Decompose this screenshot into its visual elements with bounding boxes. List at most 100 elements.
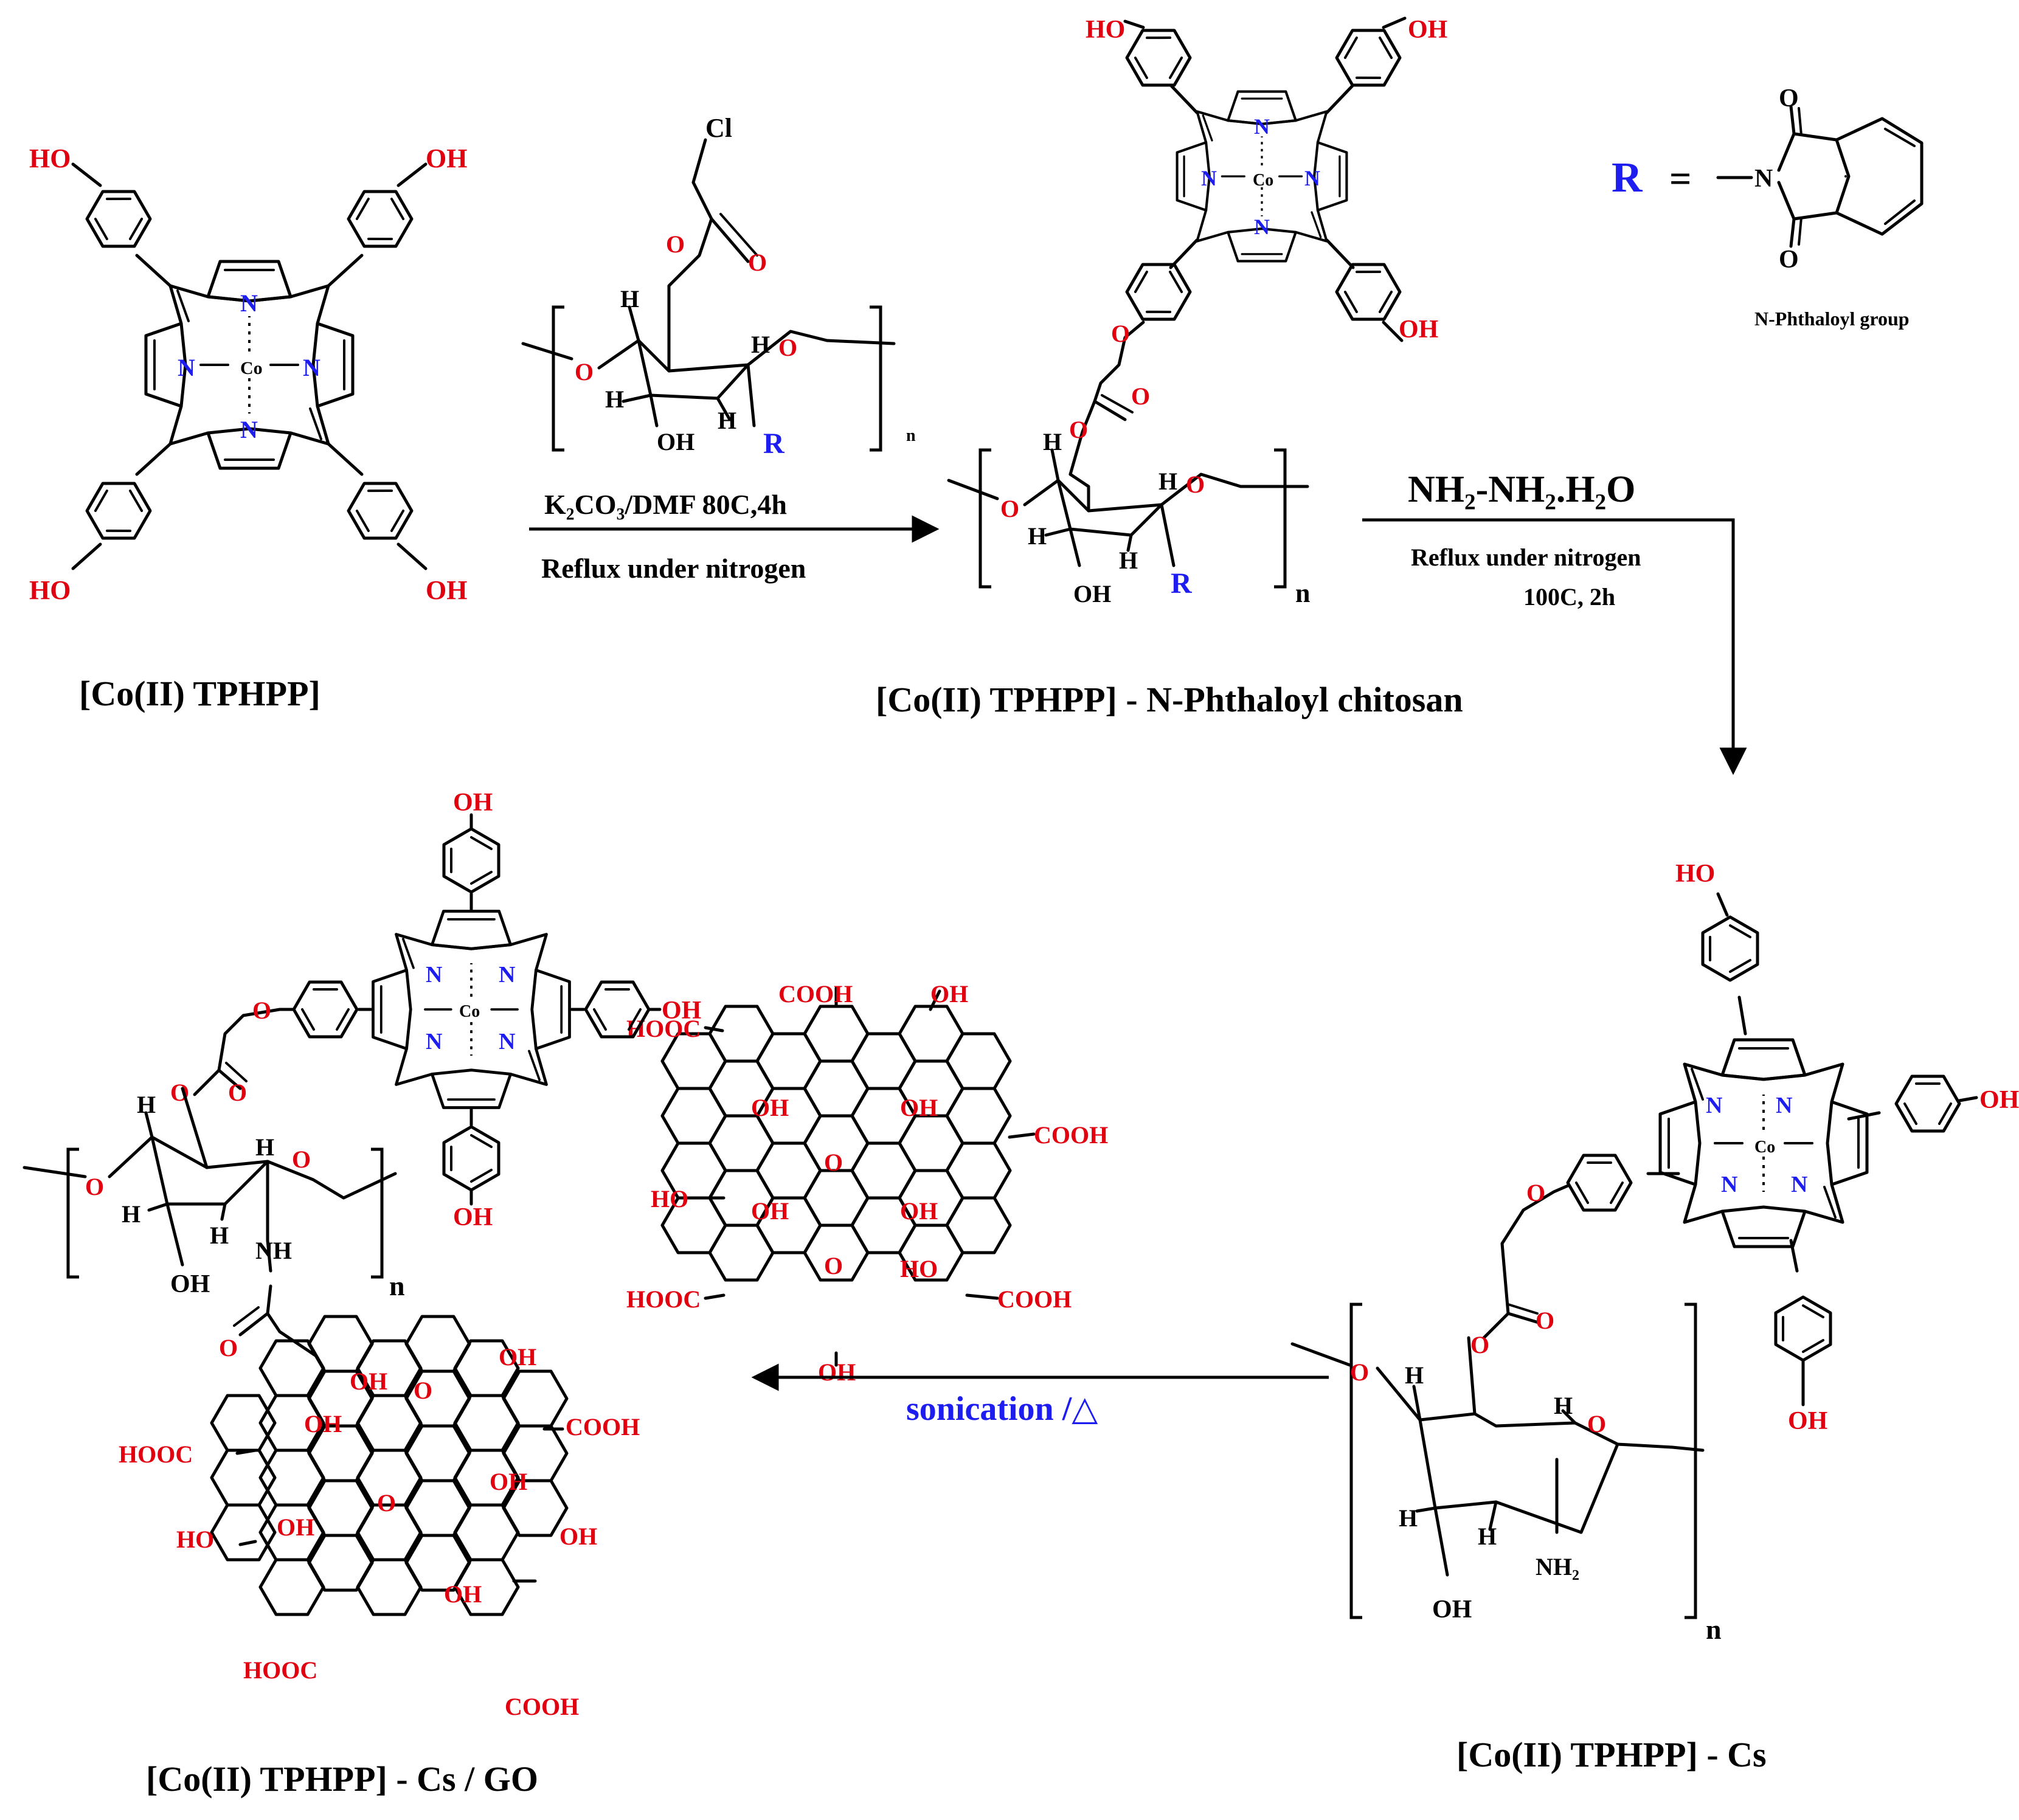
step1-condition-2: Reflux under nitrogen (541, 553, 806, 584)
atom-oh: OH (1432, 1596, 1472, 1624)
atom-n: N (1721, 1172, 1737, 1197)
compound-1-structure: N N N N Co HO OH HO OH (29, 144, 467, 605)
atom-oh: OH (559, 1523, 597, 1550)
compound-4-label: [Co(II) TPHPP] - Cs / GO (146, 1759, 538, 1799)
compound-3-structure: N N N N Co HO OH OH O O O O H (1290, 860, 2019, 1645)
atom-oh: OH (350, 1368, 387, 1395)
atom-o: O (575, 358, 594, 386)
atom-oh: OH (426, 144, 467, 173)
atom-n: N (1791, 1172, 1807, 1197)
step2-reagent: NH₂-NH₂.H₂O (1408, 469, 1635, 510)
atom-oh: OH (900, 1197, 938, 1225)
atom-oh: OH (1073, 580, 1111, 607)
atom-h: H (122, 1200, 140, 1228)
atom-ho: HO (900, 1255, 938, 1282)
atom-hooc: HOOC (243, 1656, 317, 1684)
step2-arrow (1362, 518, 1747, 775)
r-group-symbol: R (1612, 154, 1643, 201)
atom-hooc: HOOC (626, 1285, 701, 1313)
atom-oh: OH (453, 1203, 493, 1231)
atom-h: H (620, 285, 639, 313)
atom-n: N (1254, 114, 1270, 139)
atom-n: N (303, 354, 320, 381)
atom-o: O (414, 1377, 432, 1404)
atom-o: O (1587, 1410, 1606, 1438)
atom-cooh: COOH (778, 980, 853, 1008)
atom-o: O (1779, 246, 1799, 274)
graphene-oxide-sheet: COOH OH HOOC COOH HO HOOC COOH OH OH OH … (626, 980, 1108, 1386)
r-group-name: N-Phthaloyl group (1754, 308, 1910, 330)
atom-n: N (1254, 215, 1270, 239)
atom-h: H (210, 1222, 229, 1249)
atom-oh: OH (900, 1094, 938, 1121)
atom-nh2: NH₂ (1536, 1553, 1579, 1580)
atom-cl: Cl (705, 113, 732, 143)
atom-o: O (748, 249, 767, 276)
atom-n: N (499, 1029, 515, 1054)
atom-oh: OH (170, 1270, 210, 1298)
atom-nh: NH (255, 1237, 292, 1264)
atom-o: O (666, 230, 685, 258)
atom-n: N (1754, 165, 1773, 193)
atom-o: O (1350, 1358, 1369, 1386)
repeat-n: n (906, 426, 916, 445)
atom-o: O (1111, 320, 1130, 347)
atom-n: N (1706, 1093, 1722, 1118)
atom-oh: OH (662, 997, 701, 1025)
repeat-n: n (1295, 578, 1310, 608)
atom-co: Co (1754, 1138, 1775, 1157)
atom-co: Co (1253, 171, 1273, 190)
atom-n: N (1201, 166, 1217, 190)
atom-oh: OH (1788, 1407, 1827, 1435)
atom-oh: OH (453, 789, 493, 817)
atom-h: H (1028, 522, 1047, 550)
reagent-chitosan-unit: O O O Cl H H H H O OH R n (521, 113, 916, 460)
atom-o: O (1186, 471, 1205, 498)
atom-ho: HO (176, 1526, 214, 1553)
atom-h: H (1405, 1362, 1424, 1389)
atom-oh: OH (657, 428, 694, 455)
atom-h: H (255, 1133, 274, 1161)
atom-o: O (252, 997, 271, 1024)
atom-h: H (751, 331, 770, 358)
atom-oh: OH (499, 1343, 536, 1371)
atom-n: N (426, 1029, 442, 1054)
atom-h: H (1158, 468, 1177, 495)
atom-oh: OH (818, 1358, 856, 1386)
atom-co: Co (240, 358, 263, 378)
atom-h: H (605, 386, 624, 413)
atom-o: O (377, 1489, 396, 1517)
atom-oh: OH (1408, 16, 1447, 44)
atom-oh: OH (1979, 1086, 2019, 1114)
compound-1-label: [Co(II) TPHPP] (79, 674, 320, 713)
atom-ho: HO (29, 575, 71, 605)
atom-h: H (718, 407, 736, 434)
atom-ho: HO (1675, 860, 1715, 888)
atom-n: N (240, 416, 258, 443)
r-group-definition: R = N O O N-Phthaloyl group (1612, 85, 1924, 330)
repeat-n: n (1706, 1614, 1722, 1645)
compound-2-label: [Co(II) TPHPP] - N-Phthaloyl chitosan (876, 680, 1463, 719)
atom-oh: OH (304, 1410, 342, 1438)
atom-cooh: COOH (997, 1285, 1072, 1313)
atom-o: O (1779, 85, 1799, 112)
atom-h: H (1119, 547, 1138, 574)
atom-cooh: COOH (505, 1693, 579, 1720)
step1-condition-1: K₂CO₃/DMF 80C,4h (544, 489, 787, 520)
repeat-n: n (389, 1270, 405, 1301)
atom-oh: OH (930, 980, 968, 1008)
atom-co: Co (459, 1002, 480, 1021)
atom-hooc: HOOC (119, 1441, 193, 1468)
r-group-symbol: R (763, 427, 785, 460)
step3-condition: sonication /△ (906, 1390, 1098, 1428)
atom-o: O (1000, 495, 1019, 522)
atom-h: H (1399, 1504, 1418, 1532)
atom-ho: HO (651, 1185, 688, 1213)
atom-oh: OH (751, 1197, 789, 1225)
atom-ho: HO (1086, 16, 1125, 44)
atom-h: H (137, 1091, 156, 1118)
atom-o: O (1536, 1307, 1554, 1334)
atom-n: N (1304, 166, 1320, 190)
atom-cooh: COOH (566, 1413, 640, 1441)
r-group-symbol: R (1171, 567, 1193, 600)
